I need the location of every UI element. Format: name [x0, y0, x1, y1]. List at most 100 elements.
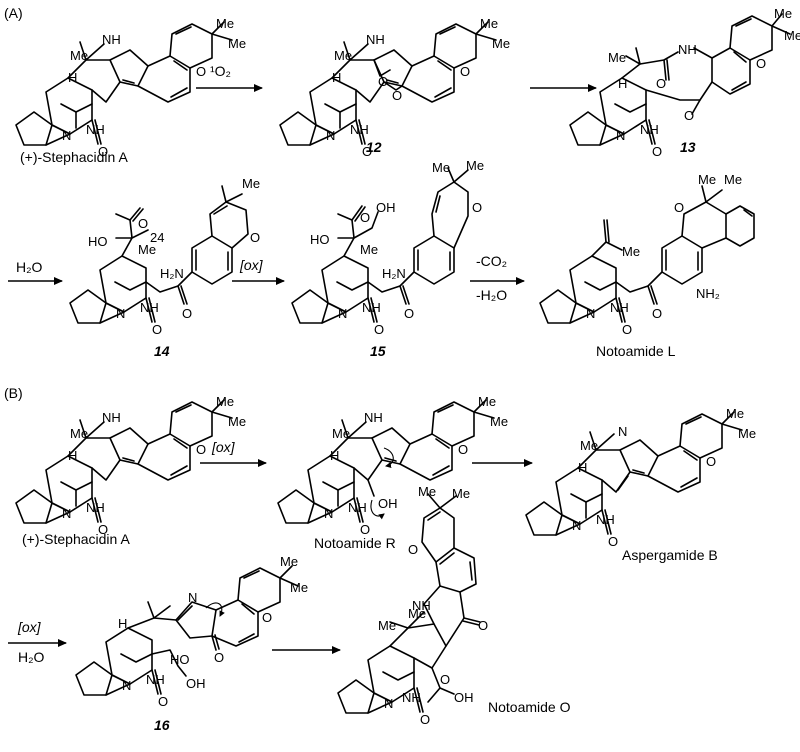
atom-nh: NH	[146, 672, 165, 687]
atom-nh: NH	[366, 32, 385, 47]
atom-me: Me	[280, 554, 298, 569]
atom-o: O	[652, 306, 662, 321]
label-stephacidin-a: (+)-Stephacidin A	[20, 149, 128, 165]
structure-notoamide-r: OH Me NH Me Me O H N NH O	[277, 394, 508, 537]
atom-o: O	[360, 210, 370, 225]
atom-nh: NH	[350, 122, 369, 137]
structure-16: N O HO OH Me Me O H N NH O	[75, 554, 308, 709]
atom-o: O	[460, 64, 470, 79]
label-notoamide-o: Notoamide O	[488, 699, 571, 715]
atom-o: O	[98, 522, 108, 537]
atom-o: O	[196, 64, 206, 79]
atom-me: Me	[738, 426, 756, 441]
atom-o: O	[478, 618, 488, 633]
structure-notoamide-l: Me Me Me O NH₂ N NH O O	[539, 172, 755, 337]
atom-me: Me	[418, 484, 436, 499]
atom-me: Me	[290, 580, 308, 595]
atom-n: N	[326, 128, 335, 143]
atom-n: N	[324, 506, 333, 521]
atom-me: Me	[360, 242, 378, 257]
label-notoamide-r: Notoamide R	[314, 535, 396, 551]
structure-15: HO O OH Me H₂N Me Me O N NH O O	[291, 158, 484, 337]
atom-me: Me	[466, 158, 484, 173]
atom-me: Me	[332, 426, 350, 441]
atom-oh: OH	[376, 200, 396, 215]
atom-o: O	[378, 74, 388, 89]
atom-ho: HO	[310, 232, 330, 247]
reagent-minus-co2: -CO₂	[476, 253, 507, 269]
structure-stephacidin-a: Me NH Me Me O H N NH O	[15, 16, 246, 159]
atom-me: Me	[698, 172, 716, 187]
atom-me: Me	[216, 16, 234, 31]
atom-me: Me	[334, 48, 352, 63]
atom-oh: OH	[186, 676, 206, 691]
structure-notoamide-o: NH Me Me O O OH O Me Me N NH O	[337, 484, 488, 727]
structure-stephacidin-a-b: Me NH Me Me O H N NH O	[15, 394, 246, 537]
atom-nh: NH	[678, 42, 697, 57]
atom-n: N	[618, 424, 627, 439]
atom-nh: NH	[102, 410, 121, 425]
label-compound-14: 14	[154, 343, 170, 359]
atom-n: N	[116, 306, 125, 321]
atom-o: O	[684, 108, 694, 123]
atom-h: H	[68, 70, 77, 85]
atom-n: N	[338, 306, 347, 321]
atom-me: Me	[216, 394, 234, 409]
atom-me: Me	[480, 16, 498, 31]
atom-o: O	[98, 144, 108, 159]
atom-me: Me	[242, 176, 260, 191]
atom-h2n: H₂N	[160, 266, 184, 281]
label-compound-15: 15	[370, 343, 386, 359]
atom-nh: NH	[140, 300, 159, 315]
reagent-ox: [ox]	[211, 439, 236, 455]
atom-o: O	[420, 712, 430, 727]
panel-a-label: (A)	[4, 5, 23, 21]
atom-ho: HO	[170, 652, 190, 667]
atom-o: O	[608, 534, 618, 549]
reagent-ox: [ox]	[239, 257, 264, 273]
atom-o: O	[158, 694, 168, 709]
atom-me: Me	[228, 414, 246, 429]
label-compound-12: 12	[366, 139, 382, 155]
atom-nh: NH	[86, 500, 105, 515]
atom-h: H	[68, 448, 77, 463]
atom-c24: 24	[150, 230, 164, 245]
atom-n: N	[188, 590, 197, 605]
atom-h: H	[332, 70, 341, 85]
atom-h: H	[618, 76, 627, 91]
reagent-ox: [ox]	[17, 619, 42, 635]
atom-o: O	[152, 322, 162, 337]
structure-12: O O Me NH Me Me O H N NH O	[279, 16, 510, 159]
atom-o: O	[262, 610, 272, 625]
atom-n: N	[62, 506, 71, 521]
atom-nh: NH	[362, 300, 381, 315]
atom-o: O	[440, 672, 450, 687]
atom-me: Me	[774, 6, 792, 21]
reagent-h2o: H₂O	[16, 259, 43, 275]
atom-o: O	[756, 56, 766, 71]
reagent-minus-h2o: -H₂O	[476, 287, 507, 303]
label-notoamide-l: Notoamide L	[596, 343, 676, 359]
structure-13: Me NH O O Me Me O H N NH O	[569, 6, 800, 159]
atom-me: Me	[724, 172, 742, 187]
atom-me: Me	[726, 406, 744, 421]
atom-h: H	[578, 460, 587, 475]
atom-me: Me	[490, 414, 508, 429]
structure-aspergamide-b: Me N Me Me O H N NH O	[525, 406, 756, 549]
atom-n: N	[62, 128, 71, 143]
atom-o: O	[652, 144, 662, 159]
atom-o: O	[404, 306, 414, 321]
atom-me: Me	[408, 606, 426, 621]
atom-o: O	[196, 442, 206, 457]
atom-h: H	[330, 448, 339, 463]
atom-o: O	[622, 322, 632, 337]
atom-o: O	[472, 200, 482, 215]
atom-nh: NH	[348, 500, 367, 515]
atom-n: N	[586, 306, 595, 321]
atom-me: Me	[492, 36, 510, 51]
atom-me: Me	[70, 48, 88, 63]
label-stephacidin-a-b: (+)-Stephacidin A	[22, 531, 130, 547]
atom-nh: NH	[86, 122, 105, 137]
atom-me: Me	[378, 618, 396, 633]
